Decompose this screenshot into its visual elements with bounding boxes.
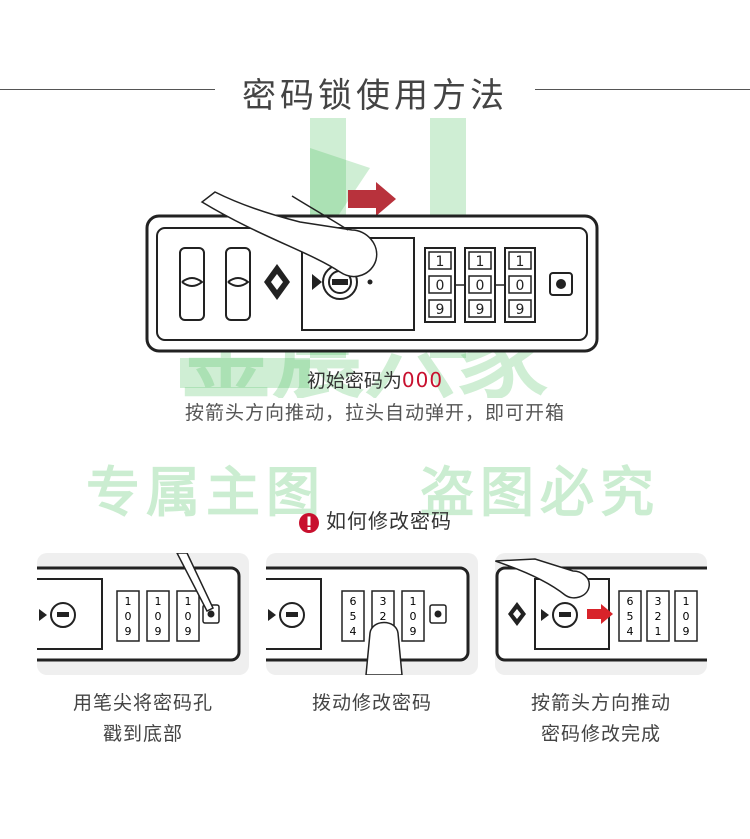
step-3-caption-line1: 按箭头方向推动 [530,692,671,714]
finger-illustration [495,558,590,599]
step-1-panel: 1 0 9 1 0 9 1 0 9 [37,553,249,675]
dial-digit: 9 [436,302,445,318]
dial-digit: 0 [185,610,192,623]
section-title: 如何修改密码 [0,505,750,534]
dial-digit: 9 [683,625,690,638]
watermark-banner-left: 专属主图 [86,461,326,524]
dial-column: 1 0 9 [504,247,536,323]
watermark-banner-right: 盗图必究 [420,461,660,524]
warning-icon [299,512,319,533]
main-lock-illustration: 1 0 9 1 0 9 1 0 9 [145,182,599,353]
slider-arrow-icon [268,609,276,621]
title-right-rule [535,89,750,90]
push-arrow-icon [348,182,396,216]
dial-digit: 0 [683,610,690,623]
dial-digit: 5 [350,610,357,623]
title-left-rule [0,89,215,90]
step-2-caption-line1: 拨动修改密码 [311,692,432,714]
zipper-slot-right [225,247,251,321]
slider-arrow-icon [541,609,549,621]
dial-digit: 0 [410,610,417,623]
dial-column: 6 5 4 [618,590,642,642]
initial-code-caption: 初始密码为000 [0,366,750,393]
dial-digit: 1 [476,254,485,270]
step-1-caption-line1: 用笔尖将密码孔 [72,692,213,714]
tsa-diamond-icon [508,602,526,626]
key-cylinder-icon [50,602,76,628]
lock-body-inner [156,227,588,341]
dial-digit: 2 [655,610,662,623]
dial-digit: 0 [155,610,162,623]
step-2-caption: 拨动修改密码 [252,688,492,719]
dial-digit: 1 [185,595,192,608]
initial-code-value: 000 [401,368,444,392]
step-3-caption: 按箭头方向推动 密码修改完成 [481,688,721,750]
dial-digit: 9 [155,625,162,638]
dial-column: 1 0 9 [464,247,496,323]
step-1-caption-line2: 戳到底部 [102,723,183,745]
step-2-panel: 6 5 4 3 2 1 1 0 9 [266,553,478,675]
dial-digit: 1 [436,254,445,270]
dial-digit: 1 [683,595,690,608]
dial-digit: 0 [476,278,485,294]
dial-digit: 5 [627,610,634,623]
finger-illustration [200,191,378,278]
initial-code-label: 初始密码为 [306,370,402,392]
dial-digit: 9 [516,302,525,318]
step-3-caption-line2: 密码修改完成 [540,723,661,745]
reset-hole-icon [429,604,447,624]
dial-column: 1 0 9 [146,590,170,642]
dial-digit: 0 [436,278,445,294]
finger-illustration [365,621,403,675]
push-arrow-icon [587,604,613,624]
dial-digit: 3 [380,595,387,608]
dial-digit: 4 [627,625,634,638]
dial-digit: 9 [476,302,485,318]
dial-digit: 9 [410,625,417,638]
dial-digit: 1 [155,595,162,608]
dial-digit: 1 [410,595,417,608]
dial-digit: 6 [627,595,634,608]
key-cylinder-icon [279,602,305,628]
dial-digit: 9 [125,625,132,638]
dial-column: 6 5 4 [341,590,365,642]
dial-column: 3 2 1 [646,590,670,642]
tsa-diamond-icon [264,264,290,300]
open-instruction: 按箭头方向推动，拉头自动弹开，即可开箱 [184,402,565,424]
title-row: 密码锁使用方法 [0,62,750,118]
dial-digit: 9 [185,625,192,638]
step-1-caption: 用笔尖将密码孔 戳到底部 [23,688,263,750]
dial-digit: 3 [655,595,662,608]
dial-digit: 4 [350,625,357,638]
step-3-panel: 6 5 4 3 2 1 1 0 9 [495,553,707,675]
slider-arrow-icon [39,609,47,621]
dial-column: 1 0 9 [116,590,140,642]
dial-column: 1 0 9 [424,247,456,323]
watermark-stroke [180,358,310,388]
slider-arrow-icon [312,274,322,290]
dial-digit: 1 [655,625,662,638]
dial-digit: 0 [125,610,132,623]
zipper-slot-left [179,247,205,321]
page-title: 密码锁使用方法 [242,76,508,116]
dial-digit: 2 [380,610,387,623]
dial-digit: 0 [516,278,525,294]
section-title-text: 如何修改密码 [326,509,452,533]
pen-tip-illustration [176,553,214,613]
dial-column: 1 0 9 [674,590,698,642]
dial-column: 1 0 9 [176,590,200,642]
dial-digit: 1 [125,595,132,608]
dial-column: 1 0 9 [401,590,425,642]
key-cylinder-icon [552,602,578,628]
reset-hole-icon [549,272,573,296]
dial-digit: 6 [350,595,357,608]
dial-digit: 1 [516,254,525,270]
